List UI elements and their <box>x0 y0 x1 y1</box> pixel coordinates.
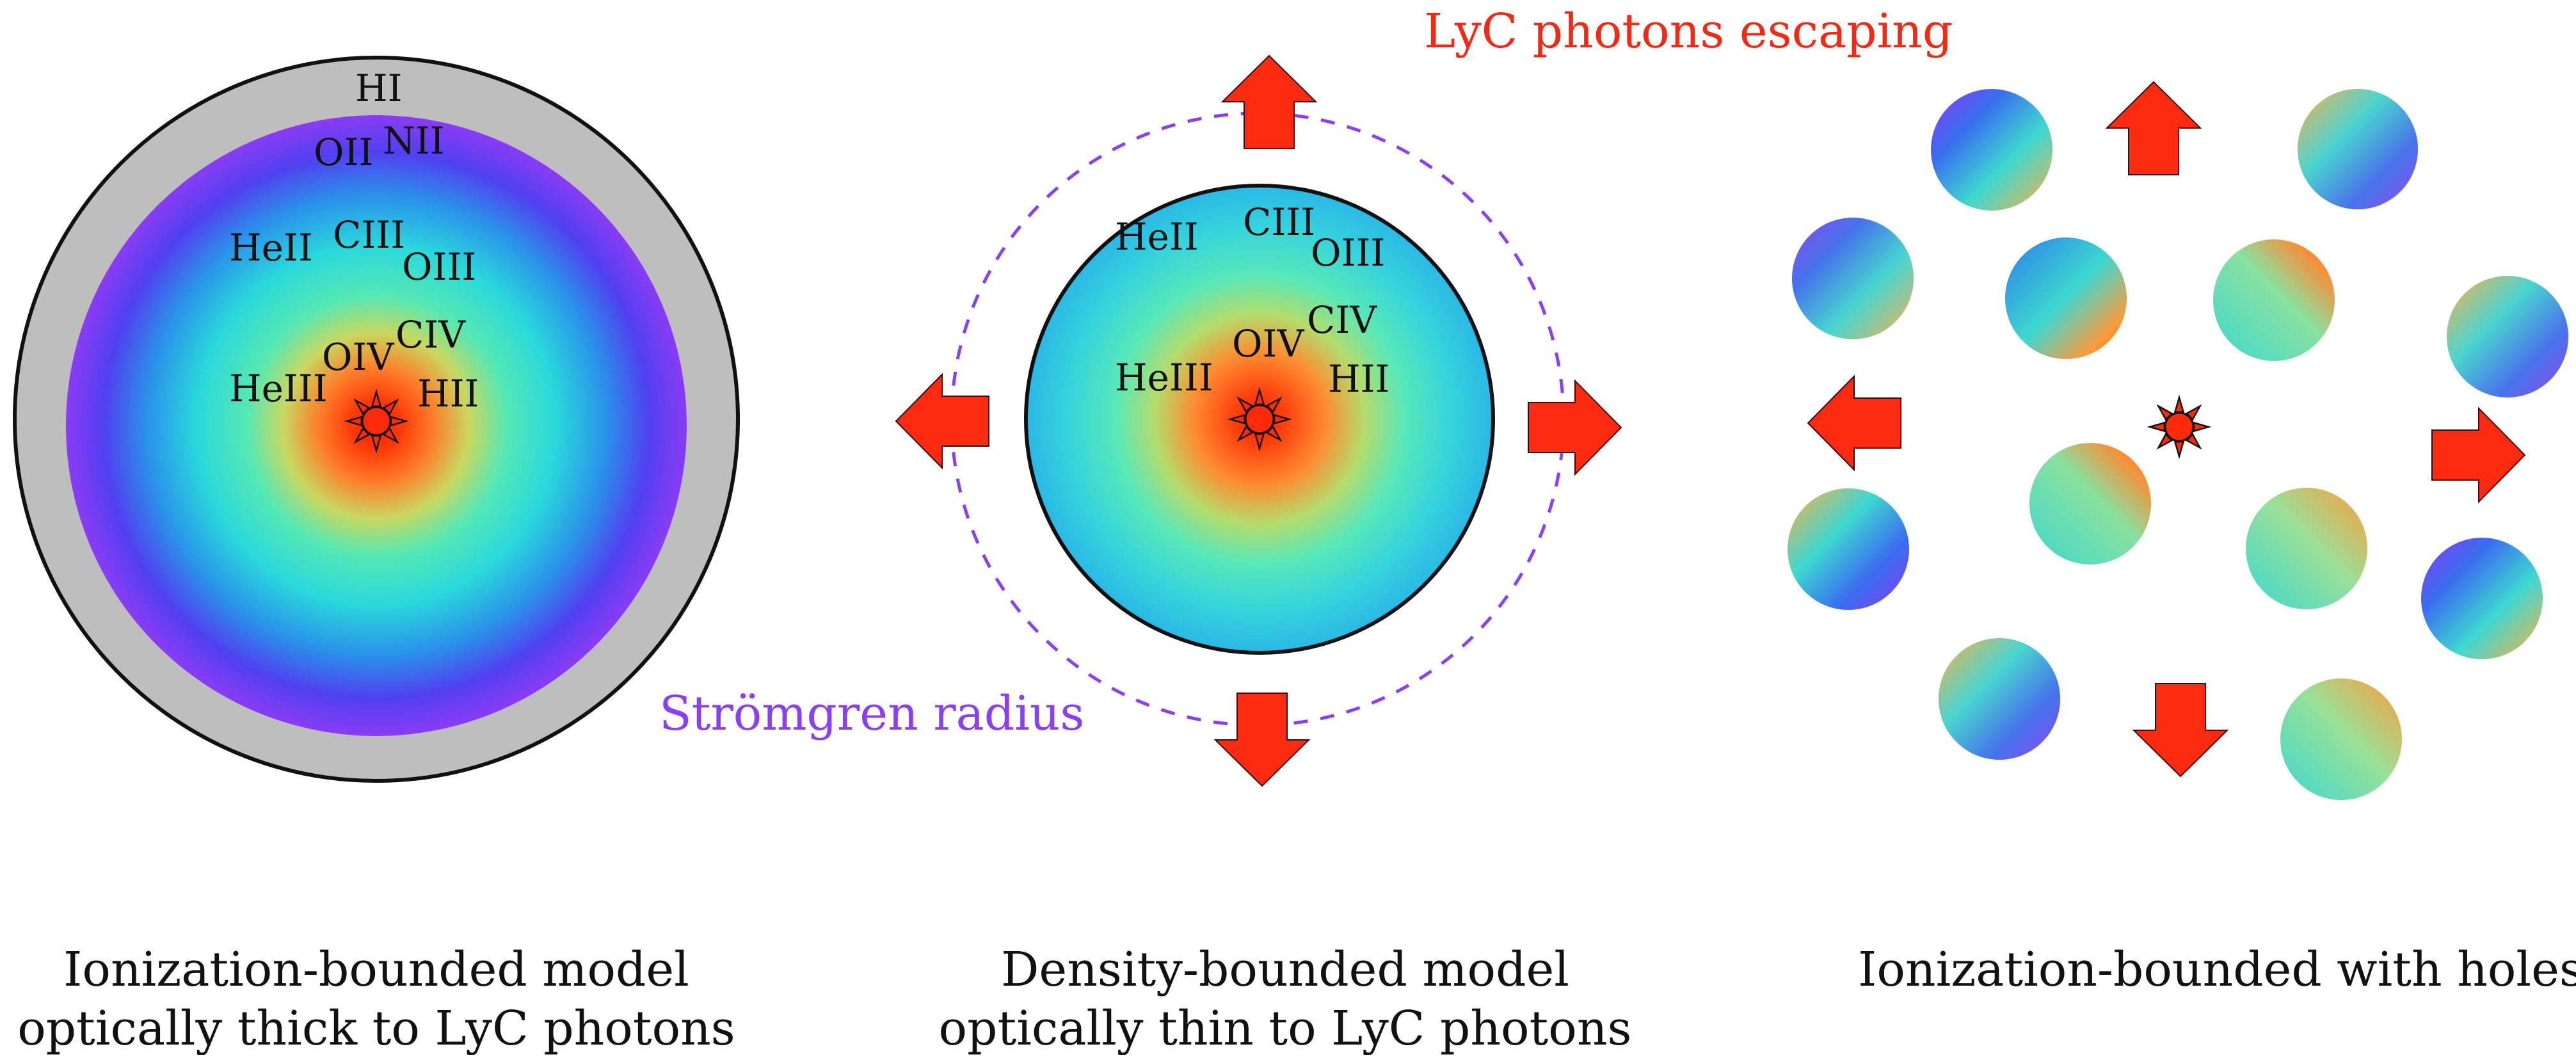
caption-density-line2: optically thin to LyC photons <box>939 1001 1632 1055</box>
cloud-6 <box>2447 276 2568 397</box>
cloud-8 <box>2029 443 2151 565</box>
cloud-7 <box>1788 488 1909 610</box>
cloud-11 <box>1939 638 2060 760</box>
arrow-up-density <box>1220 54 1318 149</box>
star-ionization-panel <box>344 389 409 454</box>
lyc-escape-arrows <box>895 54 2526 787</box>
star-holes-panel <box>2147 394 2212 460</box>
ion-label-heii: HeII <box>1115 215 1199 259</box>
lyc-escape-annotation: LyC photons escaping <box>1424 4 1953 59</box>
cloud-10 <box>2421 538 2543 659</box>
ion-label-hi: HI <box>355 67 403 110</box>
arrow-up-holes <box>2105 81 2202 175</box>
ion-label-ciii: CIII <box>1243 200 1315 244</box>
cloud-1 <box>1931 89 2052 211</box>
star-density-panel <box>1227 387 1292 452</box>
caption-ionization-line1: Ionization-bounded model <box>63 942 689 997</box>
arrow-right-density <box>1528 379 1622 476</box>
ion-label-oiv: OIV <box>1232 322 1304 365</box>
arrow-left-holes <box>1807 374 1901 472</box>
cloud-9 <box>2246 488 2367 609</box>
cloud-5 <box>2213 239 2335 361</box>
ion-label-heiii: HeIII <box>1115 356 1213 399</box>
cloud-3 <box>1792 218 1914 339</box>
ion-label-nii: NII <box>383 119 445 163</box>
stromgren-annotation: Strömgren radius <box>659 686 1084 741</box>
caption-holes-line1: Ionization-bounded with holes <box>1858 942 2576 997</box>
ionizing-stars <box>344 387 2212 460</box>
ion-label-oiv: OIV <box>322 335 394 379</box>
cloud-2 <box>2298 89 2418 209</box>
arrow-left-density <box>895 373 989 470</box>
ion-label-oiii: OIII <box>402 245 476 289</box>
cloud-12 <box>2280 678 2402 800</box>
ion-label-civ: CIV <box>1307 298 1377 342</box>
caption-ionization-line2: optically thick to LyC photons <box>17 1001 735 1055</box>
ion-label-hii: HII <box>417 372 479 415</box>
caption-density-line1: Density-bounded model <box>1001 942 1569 997</box>
ion-label-oii: OII <box>314 131 373 174</box>
ion-label-hii: HII <box>1328 357 1389 401</box>
holes-panel <box>1788 89 2568 800</box>
cloud-4 <box>2005 237 2127 359</box>
arrow-down-holes <box>2132 683 2229 778</box>
ion-label-civ: CIV <box>396 313 466 357</box>
ion-label-heii: HeII <box>229 226 313 269</box>
ion-label-ciii: CIII <box>333 213 405 257</box>
arrow-right-holes <box>2431 406 2526 504</box>
ion-label-oiii: OIII <box>1311 231 1385 275</box>
ion-label-heiii: HeIII <box>229 367 328 410</box>
arrow-down-density <box>1213 693 1311 787</box>
